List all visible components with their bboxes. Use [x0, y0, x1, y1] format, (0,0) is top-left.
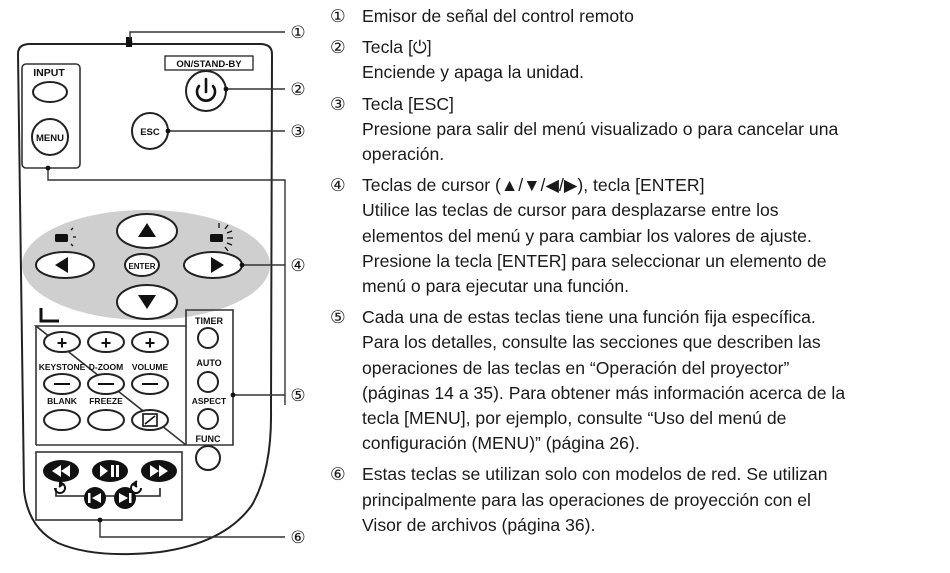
callout-1: ①: [290, 23, 305, 43]
remote-control-illustration: INPUT MENU ON/STAND-BY ESC ENTER: [16, 23, 306, 556]
esc-label: ESC: [140, 127, 160, 138]
dzoom-label: D-ZOOM: [89, 362, 123, 372]
dzoom-group: + D-ZOOM: [87, 331, 125, 395]
item-number: ③: [330, 93, 346, 114]
input-label: INPUT: [33, 67, 65, 79]
menu-label: MENU: [36, 133, 64, 144]
volume-plus-button[interactable]: [131, 331, 169, 353]
volume-group: + VOLUME: [131, 331, 169, 395]
left-arrow-icon: [55, 257, 68, 273]
auto-button[interactable]: [197, 371, 219, 393]
power-label: ON/STAND-BY: [176, 59, 242, 70]
callout-leaders: [47, 31, 286, 538]
freeze-label: FREEZE: [89, 396, 123, 406]
item-text: menú o para ejecutar una función.: [362, 276, 630, 297]
photo-icon: [142, 413, 158, 427]
brightness-down-icon: [55, 227, 76, 247]
description-item: ③ Tecla [ESC] Presione para salir del menú…: [330, 92, 945, 168]
callout-3: ③: [290, 122, 305, 142]
func-label: FUNC: [196, 434, 221, 444]
callout-6: ⑥: [290, 528, 305, 548]
callout-4: ④: [290, 256, 305, 276]
input-button[interactable]: [32, 81, 68, 103]
rotate-left-icon: [54, 480, 66, 494]
keystone-group: + KEYSTONE: [39, 331, 86, 395]
item-title: Tecla [⏻]: [362, 37, 432, 58]
key-description-list: ① Emisor de señal del control remoto ② Tecl…: [330, 4, 945, 544]
keystone-label: KEYSTONE: [39, 362, 86, 372]
timer-button[interactable]: [197, 327, 219, 349]
callout-5: ⑤: [290, 386, 305, 406]
blank-label: BLANK: [47, 396, 78, 406]
callout-dots: [45, 39, 245, 523]
network-keys-panel: [35, 451, 183, 521]
item-text: elementos del menú y para cambiar los va…: [362, 225, 812, 246]
item-number: ④: [330, 175, 346, 196]
item-text: principalmente para las operaciones de p…: [362, 489, 811, 510]
right-arrow-icon: [211, 257, 224, 273]
fast-forward-icon: [150, 465, 168, 477]
timer-label: TIMER: [195, 316, 223, 326]
rewind-icon: [52, 465, 70, 477]
aspect-button[interactable]: [197, 408, 219, 430]
description-item: ④ Teclas de cursor (▲/▼/◀/▶), tecla [ENTE…: [330, 173, 945, 299]
item-text: Para los detalles, consulte las seccione…: [362, 332, 821, 353]
item-text: Utilice las teclas de cursor para despla…: [362, 200, 779, 221]
auto-label: AUTO: [196, 358, 221, 368]
previous-icon: [88, 493, 101, 503]
item-title: Teclas de cursor (▲/▼/◀/▶), tecla [ENTER…: [362, 175, 705, 196]
aspect-label: ASPECT: [192, 396, 227, 406]
description-item: ① Emisor de señal del control remoto: [330, 4, 945, 29]
menu-button[interactable]: [31, 118, 69, 156]
item-title: Estas teclas se utilizan solo con modelo…: [362, 464, 828, 485]
volume-label: VOLUME: [132, 362, 169, 372]
plus-icon: +: [101, 333, 112, 353]
remote-outline: [16, 43, 274, 556]
play-pause-icon: [100, 465, 119, 477]
item-text: Visor de archivos (página 36).: [362, 514, 596, 535]
description-item: ② Tecla [⏻] Enciende y apaga la unidad.: [330, 35, 945, 85]
power-icon: [195, 77, 217, 102]
description-item: ⑤ Cada una de estas teclas tiene una func…: [330, 305, 945, 456]
next-icon: [119, 493, 132, 503]
callout-2: ②: [290, 80, 305, 100]
item-text: tecla [MENU], por ejemplo, consulte “Uso…: [362, 408, 787, 429]
item-title: Cada una de estas teclas tiene una funci…: [362, 307, 816, 328]
power-label-box: [164, 55, 254, 71]
item-number: ①: [330, 6, 346, 26]
play-pause-button[interactable]: [92, 460, 128, 482]
plus-icon: +: [57, 333, 68, 353]
item-number: ⑤: [330, 307, 346, 328]
up-arrow-icon: [138, 223, 156, 237]
func-button[interactable]: [195, 445, 221, 471]
item-text: Enciende y apaga la unidad.: [362, 62, 585, 83]
input-menu-panel: [21, 63, 81, 169]
projection-icon: [39, 308, 59, 323]
down-arrow-icon: [138, 295, 156, 309]
item-text: Presione para salir del menú visualizado…: [362, 118, 839, 139]
enter-button[interactable]: [124, 253, 160, 277]
item-number: ②: [330, 37, 346, 58]
item-text: (páginas 14 a 35). Para obtener más info…: [362, 382, 846, 403]
item-title: Emisor de señal del control remoto: [362, 6, 634, 26]
item-text: operaciones de las teclas en “Operación …: [362, 357, 790, 378]
item-text: configuración (MENU)” (página 26).: [362, 433, 640, 454]
enter-label: ENTER: [128, 262, 155, 271]
brightness-up-icon: [210, 223, 233, 252]
description-item: ⑥ Estas teclas se utilizan solo con model…: [330, 462, 945, 538]
blank-button[interactable]: [43, 409, 81, 431]
freeze-button[interactable]: [87, 409, 125, 431]
keystone-plus-button[interactable]: [43, 331, 81, 353]
plus-icon: +: [145, 333, 156, 353]
item-text: Presione la tecla [ENTER] para seleccion…: [362, 250, 827, 271]
item-number: ⑥: [330, 464, 346, 485]
item-text: operación.: [362, 144, 445, 165]
dzoom-plus-button[interactable]: [87, 331, 125, 353]
item-title: Tecla [ESC]: [362, 93, 454, 114]
